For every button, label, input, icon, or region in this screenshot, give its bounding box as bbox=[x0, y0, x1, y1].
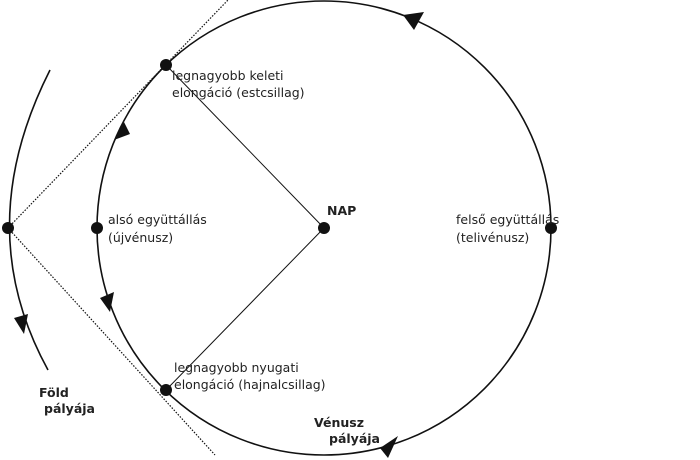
arrow-icon-venus-lower-left bbox=[100, 292, 114, 312]
arrow-icon-venus-top bbox=[403, 12, 424, 30]
superior-conjunction-label-line1: felső együttállás bbox=[456, 212, 559, 227]
arrow-icon-venus-bottom bbox=[380, 436, 398, 458]
superior-conjunction-label-line2: (telivénusz) bbox=[456, 230, 529, 245]
eastern-elongation-dot bbox=[160, 59, 172, 71]
sun-to-eastern-elongation-line bbox=[165, 64, 325, 229]
inferior-conjunction-label-line2: (újvénusz) bbox=[108, 230, 173, 245]
sun-to-western-elongation-line bbox=[165, 227, 325, 391]
earth-dot bbox=[2, 222, 14, 234]
inferior-conjunction-label-line1: alsó együttállás bbox=[108, 212, 207, 227]
earth-orbit-label-line1: Föld bbox=[39, 385, 69, 400]
western-elongation-dot bbox=[160, 384, 172, 396]
inferior-conjunction-dot bbox=[91, 222, 103, 234]
western-elongation-label-line2: elongáció (hajnalcsillag) bbox=[174, 377, 326, 392]
eastern-elongation-label-line2: elongáció (estcsillag) bbox=[172, 85, 305, 100]
earth-orbit bbox=[8, 69, 51, 371]
western-elongation-label-line1: legnagyobb nyugati bbox=[174, 360, 299, 375]
sun-label: NAP bbox=[327, 203, 356, 218]
arrow-icon-earth-orbit bbox=[14, 314, 28, 334]
tangent-line-east bbox=[7, 0, 229, 229]
eastern-elongation-label-line1: legnagyobb keleti bbox=[172, 68, 284, 83]
earth-orbit-label-line2: pályája bbox=[44, 401, 95, 416]
superior-conjunction-dot bbox=[545, 222, 557, 234]
tangent-line-west bbox=[7, 227, 216, 456]
venus-orbit-label-line1: Vénusz bbox=[314, 415, 364, 430]
sun-dot bbox=[318, 222, 330, 234]
venus-orbit-label-line2: pályája bbox=[329, 431, 380, 446]
arrow-icon-venus-upper-left bbox=[114, 122, 130, 140]
